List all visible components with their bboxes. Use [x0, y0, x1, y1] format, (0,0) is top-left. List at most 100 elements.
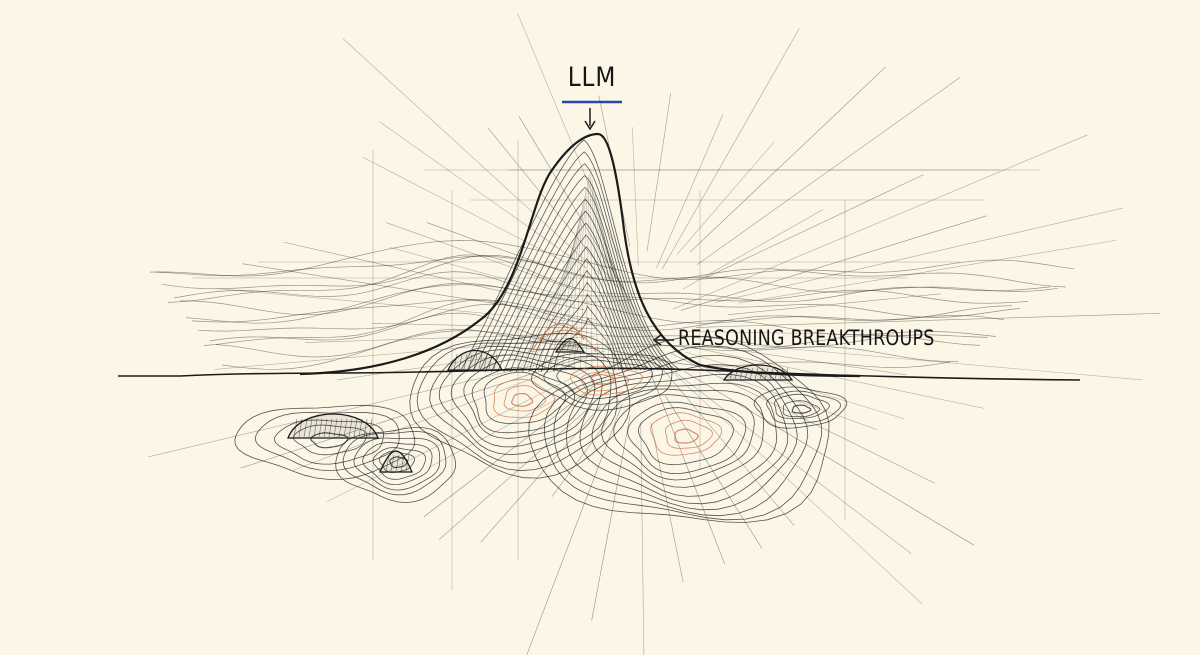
perspective-ray — [342, 38, 603, 277]
perspective-ray — [727, 293, 941, 315]
contour-line — [353, 437, 441, 491]
contour-line — [627, 401, 747, 475]
perspective-ray — [214, 335, 595, 370]
hatch-line — [405, 455, 410, 472]
background-ridge — [173, 271, 1029, 304]
contour-line — [438, 349, 603, 456]
peak-hatch — [543, 225, 579, 371]
perspective-ray — [656, 114, 724, 269]
contour-line — [511, 393, 534, 407]
contour-line — [601, 388, 764, 488]
hatch-line — [348, 418, 353, 438]
peak-hatch — [567, 196, 585, 371]
contour-line — [650, 412, 723, 456]
peak-hatch — [606, 251, 659, 371]
contour-line — [591, 382, 777, 497]
small-mound — [379, 450, 413, 473]
peak-ridge-line — [509, 234, 646, 373]
hatch-line — [323, 418, 328, 438]
perspective-ray — [738, 239, 1117, 304]
perspective-ray — [696, 77, 961, 265]
background-ridge — [209, 312, 981, 350]
peak-hatch — [609, 265, 671, 371]
peak-hatch — [573, 189, 587, 371]
perspective-ray — [591, 415, 631, 621]
perspective-ray — [646, 92, 672, 252]
peak-ridge-line — [528, 269, 633, 373]
peak-ridge-line — [484, 186, 663, 373]
contour-line — [544, 345, 822, 521]
contour-line — [483, 371, 566, 424]
hatch-line — [400, 455, 405, 472]
contour-line — [292, 424, 368, 456]
hatch-line — [576, 341, 581, 352]
perspective-ray — [664, 364, 923, 605]
contour-line — [362, 442, 433, 486]
perspective-ray — [689, 66, 886, 253]
peak-ridge-line — [503, 222, 650, 373]
contour-line — [429, 345, 612, 464]
perspective-ray — [480, 405, 602, 543]
hatch-line — [333, 418, 338, 438]
contour-line — [463, 359, 588, 439]
background-ridges — [118, 240, 1081, 381]
peak-ridge-line — [465, 151, 676, 373]
contour-line — [530, 352, 673, 411]
contour-line — [579, 373, 789, 505]
perspective-ray — [685, 331, 912, 336]
peak-hatch — [596, 201, 617, 371]
background-ridge — [179, 282, 1021, 318]
contour-line — [409, 332, 631, 479]
background-ridge — [221, 330, 951, 370]
background-ridge — [191, 299, 1005, 331]
hatch-line — [458, 354, 463, 370]
perspective-rays — [148, 13, 1161, 655]
peak-ridge-line — [553, 317, 615, 373]
reasoning-arrow-head — [652, 334, 662, 346]
contour-line — [773, 393, 830, 419]
peak-hatch — [585, 174, 590, 371]
peak-hatch — [599, 215, 629, 371]
contour-line — [503, 385, 546, 412]
hatch-line — [739, 367, 744, 380]
contour-line — [389, 456, 409, 469]
peak-hatch — [555, 210, 582, 371]
contour-line — [566, 363, 798, 511]
hatch-line — [328, 418, 333, 438]
perspective-ray — [665, 395, 763, 549]
peak-hatch — [590, 172, 593, 371]
hatch-line — [385, 455, 390, 472]
hatch-line — [303, 418, 308, 438]
hatch-line — [744, 367, 749, 380]
hatch-line — [343, 418, 348, 438]
peak-ridge-line — [522, 258, 637, 373]
peak-hatch — [605, 244, 653, 371]
hatch-line — [338, 418, 343, 438]
red-contour — [529, 329, 597, 353]
hatch-line — [390, 455, 395, 472]
llm-peak — [299, 132, 861, 378]
perspective-ray — [683, 371, 975, 546]
perspective-ray — [640, 421, 645, 655]
perspective-ray — [379, 121, 587, 269]
perspective-ray — [715, 207, 1124, 303]
peak-hatch — [602, 229, 641, 371]
contour-line — [590, 374, 616, 385]
background-ridge — [167, 254, 1051, 303]
hatch-line — [493, 354, 498, 370]
contour-line — [791, 404, 812, 414]
contour-line — [674, 428, 699, 444]
contour-line — [274, 419, 385, 465]
peak-ridge-line — [472, 163, 672, 373]
llm-label: LLM — [567, 62, 617, 93]
hatch-line — [353, 418, 358, 438]
background-ridge — [197, 303, 997, 337]
contour-line — [234, 404, 416, 480]
left-mound — [287, 413, 379, 439]
peak-ridge-line — [497, 210, 655, 373]
perspective-ray — [148, 358, 565, 458]
peak-hatch — [519, 253, 573, 371]
perspective-ray — [216, 288, 593, 324]
hatch-line — [363, 418, 368, 438]
